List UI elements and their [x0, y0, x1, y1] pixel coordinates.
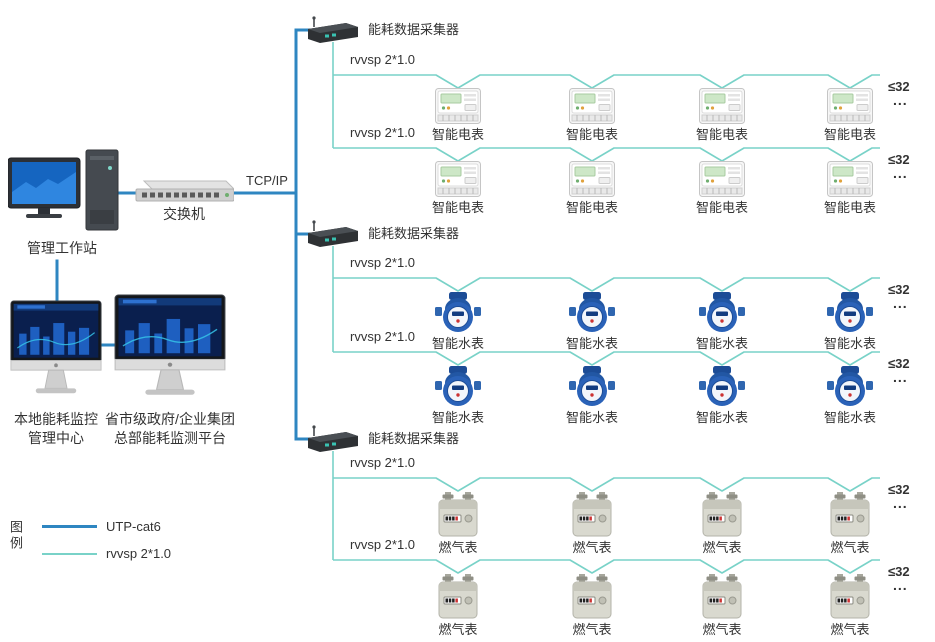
workstation-icon: [7, 148, 120, 240]
gas-meter-icon: [702, 491, 742, 537]
ellipsis-label: ...: [893, 92, 908, 108]
water-meter-icon: [827, 291, 873, 333]
gas-meter-icon: [830, 491, 870, 537]
capacity-label: ≤32: [888, 356, 910, 371]
meter-label: 智能水表: [431, 410, 485, 425]
gas-meter-icon: [702, 573, 742, 619]
meter-label: 智能水表: [823, 410, 877, 425]
electric-meter-icon: [827, 88, 873, 124]
bus-cable-label: rvvsp 2*1.0: [350, 52, 416, 67]
gas-meter-icon: [438, 491, 478, 537]
utp-line-sample: [42, 525, 97, 528]
collector-label: 能耗数据采集器: [368, 431, 460, 446]
water-meter-icon: [569, 365, 615, 407]
platform-monitor-icon: [114, 294, 226, 400]
electric-meter-icon: [435, 88, 481, 124]
water-meter-icon: [827, 365, 873, 407]
gas-meter-icon: [572, 573, 612, 619]
platform-monitor-label-line2: 总部能耗监测平台: [114, 430, 226, 446]
local-monitor-label-line1: 本地能耗监控: [14, 411, 98, 427]
legend-title: 图例: [8, 520, 23, 552]
capacity-label: ≤32: [888, 282, 910, 297]
gas-meter-icon: [830, 573, 870, 619]
capacity-label: ≤32: [888, 482, 910, 497]
meter-label: 智能水表: [565, 410, 619, 425]
meter-label: 智能电表: [823, 200, 877, 215]
meter-label: 智能电表: [695, 127, 749, 142]
collector-label: 能耗数据采集器: [368, 22, 460, 37]
ellipsis-label: ...: [893, 369, 908, 385]
rvvsp-bus-line: [333, 351, 880, 366]
switch-icon: [134, 179, 236, 205]
meter-label: 智能水表: [695, 336, 749, 351]
capacity-label: ≤32: [888, 564, 910, 579]
collector-icon: [306, 425, 360, 453]
electric-meter-icon: [435, 161, 481, 197]
rvvsp-bus-line: [333, 477, 880, 492]
meter-label: 智能电表: [431, 127, 485, 142]
meter-label: 智能电表: [431, 200, 485, 215]
workstation-label: 管理工作站: [27, 240, 97, 256]
electric-meter-icon: [569, 88, 615, 124]
meter-label: 燃气表: [438, 540, 478, 555]
legend-item-rvvsp: rvvsp 2*1.0: [42, 546, 171, 561]
meter-label: 智能水表: [823, 336, 877, 351]
electric-meter-icon: [827, 161, 873, 197]
ellipsis-label: ...: [893, 495, 908, 511]
rvvsp-bus-wires: [332, 42, 880, 574]
meter-label: 燃气表: [438, 622, 478, 637]
meter-label: 燃气表: [702, 540, 742, 555]
bus-cable-label: rvvsp 2*1.0: [350, 125, 416, 140]
electric-meter-icon: [569, 161, 615, 197]
meter-label: 智能水表: [431, 336, 485, 351]
gas-meter-icon: [438, 573, 478, 619]
capacity-label: ≤32: [888, 79, 910, 94]
ellipsis-label: ...: [893, 165, 908, 181]
bus-cable-label: rvvsp 2*1.0: [350, 329, 416, 344]
collector-label: 能耗数据采集器: [368, 226, 460, 241]
local-monitor-label-line2: 管理中心: [28, 430, 84, 446]
rvvsp-bus-line: [333, 147, 880, 162]
bus-cable-label: rvvsp 2*1.0: [350, 455, 416, 470]
rvvsp-bus-line: [333, 74, 880, 89]
platform-monitor-label-line1: 省市级政府/企业集团: [105, 411, 235, 427]
water-meter-icon: [569, 291, 615, 333]
water-meter-icon: [435, 291, 481, 333]
ellipsis-label: ...: [893, 577, 908, 593]
local-monitor-icon: [10, 300, 102, 398]
meter-label: 燃气表: [572, 540, 612, 555]
water-meter-icon: [699, 365, 745, 407]
capacity-label: ≤32: [888, 152, 910, 167]
electric-meter-icon: [699, 88, 745, 124]
water-meter-icon: [435, 365, 481, 407]
meter-label: 智能电表: [565, 127, 619, 142]
rvvsp-bus-line: [333, 277, 880, 292]
legend-utp-label: UTP-cat6: [106, 519, 161, 534]
legend-item-utp: UTP-cat6: [42, 519, 161, 534]
gas-meter-icon: [572, 491, 612, 537]
tcpip-label: TCP/IP: [246, 173, 288, 188]
meter-label: 燃气表: [572, 622, 612, 637]
meter-label: 燃气表: [702, 622, 742, 637]
bus-cable-label: rvvsp 2*1.0: [350, 255, 416, 270]
rvvsp-bus-line: [333, 559, 880, 574]
meter-label: 燃气表: [830, 622, 870, 637]
ellipsis-label: ...: [893, 295, 908, 311]
water-meter-icon: [699, 291, 745, 333]
meter-label: 智能水表: [695, 410, 749, 425]
meter-label: 燃气表: [830, 540, 870, 555]
collector-icon: [306, 220, 360, 248]
meter-label: 智能电表: [823, 127, 877, 142]
legend-rvvsp-label: rvvsp 2*1.0: [106, 546, 172, 561]
meter-label: 智能电表: [695, 200, 749, 215]
bus-cable-label: rvvsp 2*1.0: [350, 537, 416, 552]
meter-label: 智能电表: [565, 200, 619, 215]
collector-icon: [306, 16, 360, 44]
electric-meter-icon: [699, 161, 745, 197]
meter-label: 智能水表: [565, 336, 619, 351]
switch-label: 交换机: [163, 206, 205, 222]
rvvsp-line-sample: [42, 552, 97, 555]
